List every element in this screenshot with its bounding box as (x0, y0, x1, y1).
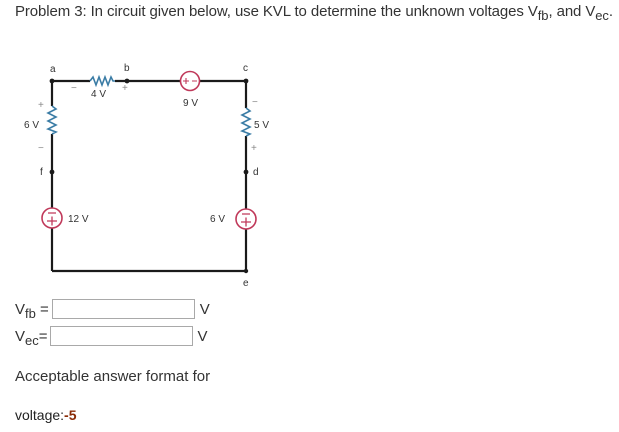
node-b-dot (124, 78, 130, 84)
source-9v-icon (179, 70, 201, 92)
vec-label: Vec= (15, 327, 48, 348)
node-f-label: f (40, 167, 43, 178)
problem-text-mid: , and V (548, 3, 596, 20)
problem-text: Problem 3: In circuit given below, use K… (15, 3, 538, 20)
circuit-diagram: a b c f d e 4 V − + 6 V + − 5 V − + 9 V … (24, 63, 269, 289)
resistor-5v-minus: − (252, 97, 258, 108)
resistor-5v-label: 5 V (254, 120, 269, 131)
resistor-4v-icon (89, 74, 115, 88)
subscript-fb: fb (537, 8, 549, 23)
resistor-4v-label: 4 V (91, 89, 106, 100)
resistor-6v-label: 6 V (24, 120, 39, 131)
node-e-dot (243, 268, 249, 274)
answer-row-vec: Vec= V (15, 326, 208, 348)
resistor-4v-minus: − (71, 83, 77, 94)
source-12v-icon (41, 207, 63, 229)
source-12v-label: 12 V (68, 214, 89, 225)
vec-unit: V (197, 327, 208, 345)
resistor-5v-plus: + (251, 143, 257, 154)
vfb-unit: V (199, 300, 210, 318)
node-c-dot (243, 78, 249, 84)
answer-format-heading: Acceptable answer format for (15, 368, 211, 385)
node-e-label: e (243, 278, 249, 289)
source-6v-label: 6 V (210, 214, 225, 225)
node-c-label: c (243, 63, 248, 74)
wires (50, 79, 248, 273)
source-9v-label: 9 V (183, 98, 198, 109)
resistor-6v-plus: + (38, 100, 44, 111)
answer-row-vfb: Vfb = V (15, 299, 210, 321)
format-prefix: voltage: (15, 407, 65, 423)
source-6v-icon (235, 208, 257, 230)
node-b-label: b (124, 63, 130, 74)
format-example-value: -5 (64, 407, 77, 423)
vfb-label-sub: fb (25, 305, 36, 321)
node-d-dot (243, 169, 249, 175)
answer-format-example: voltage:-5 (15, 407, 77, 423)
problem-statement: Problem 3: In circuit given below, use K… (15, 3, 613, 23)
vec-label-main: V (15, 327, 26, 345)
vec-input[interactable] (49, 326, 193, 346)
resistor-4v-plus: + (122, 83, 128, 94)
vfb-label-main: V (15, 300, 26, 318)
node-a-dot (49, 78, 55, 84)
subscript-ec: ec (595, 8, 609, 23)
resistor-6v-icon (46, 105, 58, 135)
problem-text-end: . (608, 3, 613, 20)
vfb-label-eq: = (35, 300, 49, 318)
node-d-label: d (253, 167, 259, 178)
node-f-dot (49, 169, 55, 175)
resistor-5v-icon (240, 107, 252, 137)
resistor-6v-minus: − (38, 143, 44, 154)
vec-label-sub: ec (25, 332, 39, 348)
vfb-input[interactable] (51, 299, 195, 319)
node-dots (49, 78, 249, 274)
vec-label-eq: = (38, 327, 48, 345)
node-a-label: a (50, 64, 56, 75)
vfb-label: Vfb = (15, 300, 49, 321)
